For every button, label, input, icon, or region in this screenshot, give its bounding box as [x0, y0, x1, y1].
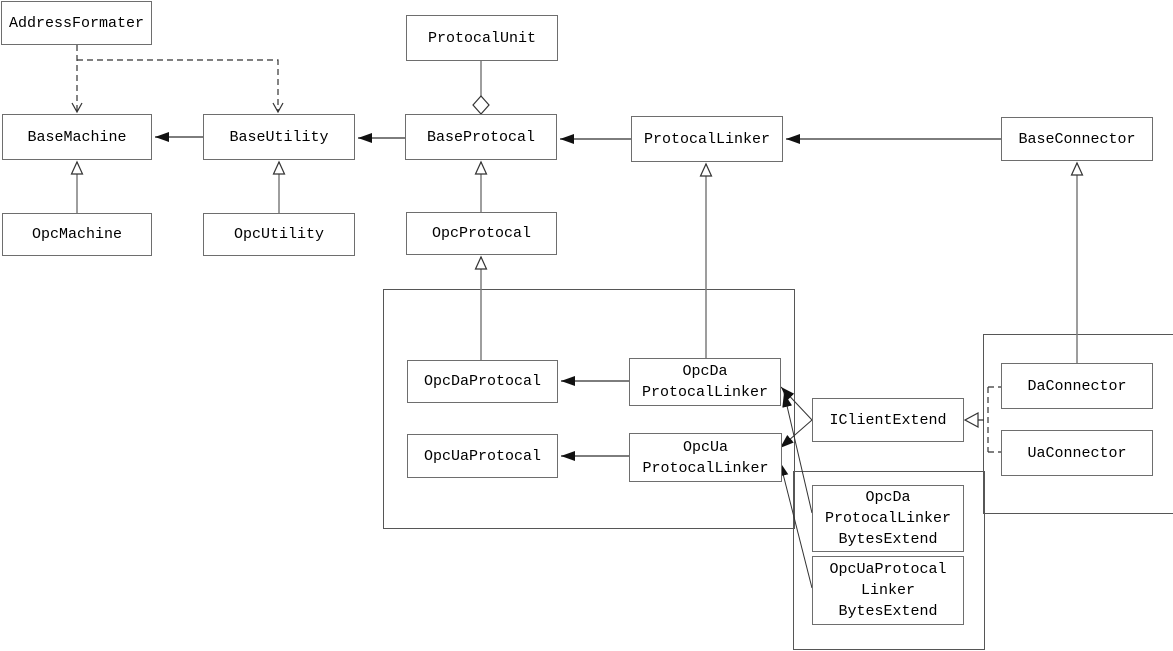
- class-label: ProtocalUnit: [427, 29, 537, 47]
- class-label: DaConnector: [1027, 377, 1127, 395]
- class-box-ua-connector: UaConnector: [1001, 430, 1153, 476]
- class-box-base-protocal: BaseProtocal: [405, 114, 557, 160]
- class-box-opc-ua-protocal-linker-bytes-extend: OpcUaProtocal Linker BytesExtend: [812, 556, 964, 625]
- class-label: IClientExtend: [829, 411, 947, 429]
- class-label: OpcUtility: [233, 226, 324, 243]
- class-label: BaseMachine: [27, 128, 127, 146]
- class-label: OpcUaProtocal Linker BytesExtend: [829, 561, 947, 620]
- class-box-opc-ua-protocal: OpcUaProtocal: [407, 434, 558, 478]
- aggregation-diamond: [472, 95, 490, 115]
- class-label: BaseProtocal: [426, 128, 536, 146]
- class-box-address-formater: AddressFormater: [1, 1, 152, 45]
- class-box-da-connector: DaConnector: [1001, 363, 1153, 409]
- class-box-protocal-unit: ProtocalUnit: [406, 15, 558, 61]
- class-label: OpcUa ProtocalLinker: [642, 438, 769, 477]
- class-box-opc-utility: OpcUtility: [203, 213, 355, 256]
- class-label: OpcDa ProtocalLinker: [641, 363, 769, 401]
- class-box-base-machine: BaseMachine: [2, 114, 152, 160]
- class-box-opc-da-protocal-linker: OpcDa ProtocalLinker: [629, 358, 781, 406]
- class-label: BaseUtility: [229, 128, 329, 146]
- class-box-base-utility: BaseUtility: [203, 114, 355, 160]
- class-label: OpcUaProtocal: [423, 447, 542, 465]
- class-label: OpcDaProtocal: [423, 373, 542, 390]
- edge-addressformater-to-baseutility: [77, 59, 284, 114]
- class-label: OpcProtocal: [431, 225, 532, 242]
- class-box-protocal-linker: ProtocalLinker: [631, 116, 783, 162]
- class-label: OpcMachine: [31, 226, 122, 243]
- group-box-connectors: [983, 334, 1173, 514]
- group-box-protocal-implementations: [383, 289, 795, 529]
- class-label: UaConnector: [1027, 444, 1127, 462]
- class-label: BaseConnector: [1018, 130, 1136, 148]
- class-box-i-client-extend: IClientExtend: [812, 398, 964, 442]
- class-box-opc-da-protocal: OpcDaProtocal: [407, 360, 558, 403]
- class-label: ProtocalLinker: [643, 130, 771, 148]
- class-box-opc-ua-protocal-linker: OpcUa ProtocalLinker: [629, 433, 782, 482]
- class-box-opc-machine: OpcMachine: [2, 213, 152, 256]
- realization-triangle: [963, 411, 979, 429]
- class-label: OpcDa ProtocalLinker BytesExtend: [824, 489, 952, 548]
- class-box-base-connector: BaseConnector: [1001, 117, 1153, 161]
- class-label: AddressFormater: [8, 14, 145, 32]
- class-box-opc-da-protocal-linker-bytes-extend: OpcDa ProtocalLinker BytesExtend: [812, 485, 964, 552]
- class-box-opc-protocal: OpcProtocal: [406, 212, 557, 255]
